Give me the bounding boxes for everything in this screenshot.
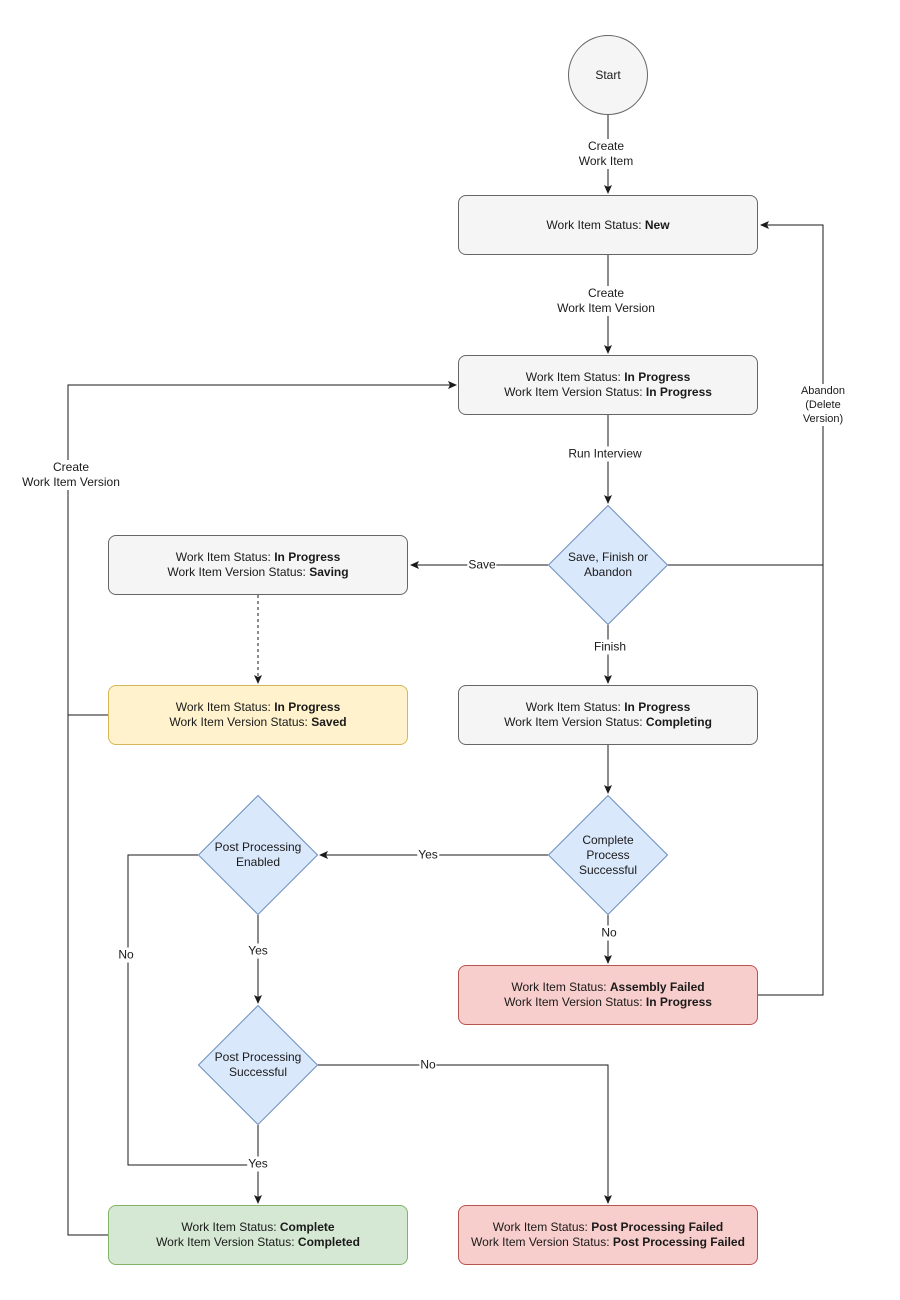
label-prefix: Work Item Version Status: <box>504 385 646 399</box>
status-value: Completed <box>297 1235 360 1249</box>
status-completing-node[interactable]: Work Item Status: In Progress Work Item … <box>458 685 758 745</box>
status-value: In Progress <box>645 995 712 1009</box>
edge-label-yes-enabled: Yes <box>417 847 439 863</box>
edge-label-create-work-item-version-left: Create Work Item Version <box>21 460 121 490</box>
decision-save-finish-abandon[interactable]: Save, Finish or Abandon <box>548 505 668 625</box>
diamond-shape <box>548 795 668 915</box>
status-value: Post Processing Failed <box>612 1235 745 1249</box>
edge-create-version-left <box>67 381 457 716</box>
status-value: In Progress <box>645 385 712 399</box>
decision-label: Complete Process Successful <box>578 832 638 877</box>
start-label: Start <box>595 68 621 82</box>
label-prefix: Work Item Status: <box>511 980 610 994</box>
edge-label-create-work-item: Create Work Item <box>577 139 635 169</box>
label-prefix: Work Item Status: <box>546 217 645 232</box>
decision-complete-process-successful[interactable]: Complete Process Successful <box>548 795 668 915</box>
status-saved-node[interactable]: Work Item Status: In Progress Work Item … <box>108 685 408 745</box>
edge-label-create-work-item-version: Create Work Item Version <box>556 286 656 316</box>
label-prefix: Work Item Status: <box>525 370 625 384</box>
edge-label-yes-pp-successful: Yes <box>247 1156 269 1172</box>
label-prefix: Work Item Status: <box>181 1220 280 1234</box>
status-new-node[interactable]: Work Item Status: New <box>458 195 758 255</box>
status-value: In Progress <box>274 550 341 564</box>
edge-assembly-failed-abandon <box>758 565 824 996</box>
edge-label-no-pp-successful: No <box>419 1057 437 1073</box>
status-value: Post Processing Failed <box>591 1220 724 1234</box>
status-value: Saved <box>311 715 347 729</box>
label-prefix: Work Item Version Status: <box>156 1235 298 1249</box>
edge-pp-enabled-no <box>127 854 258 1166</box>
label-prefix: Work Item Version Status: <box>504 995 646 1009</box>
status-value: Assembly Failed <box>609 980 705 994</box>
diamond-shape <box>548 505 668 625</box>
edge-label-abandon: Abandon (Delete Version) <box>784 384 862 426</box>
status-complete-node[interactable]: Work Item Status: Complete Work Item Ver… <box>108 1205 408 1265</box>
edge-label-finish: Finish <box>592 639 628 655</box>
status-value: New <box>644 217 670 232</box>
status-value: In Progress <box>274 700 341 714</box>
label-prefix: Work Item Version Status: <box>169 715 312 729</box>
status-value: Completing <box>645 715 712 729</box>
edge-label-no-pp-enabled: No <box>117 947 135 963</box>
label-prefix: Work Item Version Status: <box>471 1235 613 1249</box>
edge-label-run-interview: Run Interview <box>567 446 643 462</box>
edge-complete-to-in-progress <box>67 715 108 1236</box>
edge-label-yes-pp: Yes <box>247 943 269 959</box>
diamond-shape <box>198 795 318 915</box>
edge-pp-successful-no <box>318 1064 612 1204</box>
label-prefix: Work Item Version Status: <box>167 565 310 579</box>
status-value: Saving <box>309 565 349 579</box>
status-value: In Progress <box>624 370 691 384</box>
decision-label: Post Processing Successful <box>214 1050 302 1079</box>
status-in-progress-node[interactable]: Work Item Status: In Progress Work Item … <box>458 355 758 415</box>
edge-label-save: Save <box>467 557 497 573</box>
diamond-shape <box>198 1005 318 1125</box>
status-post-processing-failed-node[interactable]: Work Item Status: Post Processing Failed… <box>458 1205 758 1265</box>
label-prefix: Work Item Status: <box>175 700 275 714</box>
status-value: Complete <box>279 1220 335 1234</box>
decision-label: Save, Finish or Abandon <box>567 550 649 579</box>
decision-label: Post Processing Enabled <box>214 840 302 869</box>
decision-post-processing-enabled[interactable]: Post Processing Enabled <box>198 795 318 915</box>
label-prefix: Work Item Status: <box>175 550 275 564</box>
label-prefix: Work Item Version Status: <box>504 715 646 729</box>
label-prefix: Work Item Status: <box>525 700 625 714</box>
start-node[interactable]: Start <box>568 35 648 115</box>
status-value: In Progress <box>624 700 691 714</box>
decision-post-processing-successful[interactable]: Post Processing Successful <box>198 1005 318 1125</box>
label-prefix: Work Item Status: <box>492 1220 592 1234</box>
edge-label-no-complete: No <box>600 925 618 941</box>
status-assembly-failed-node[interactable]: Work Item Status: Assembly Failed Work I… <box>458 965 758 1025</box>
status-saving-node[interactable]: Work Item Status: In Progress Work Item … <box>108 535 408 595</box>
